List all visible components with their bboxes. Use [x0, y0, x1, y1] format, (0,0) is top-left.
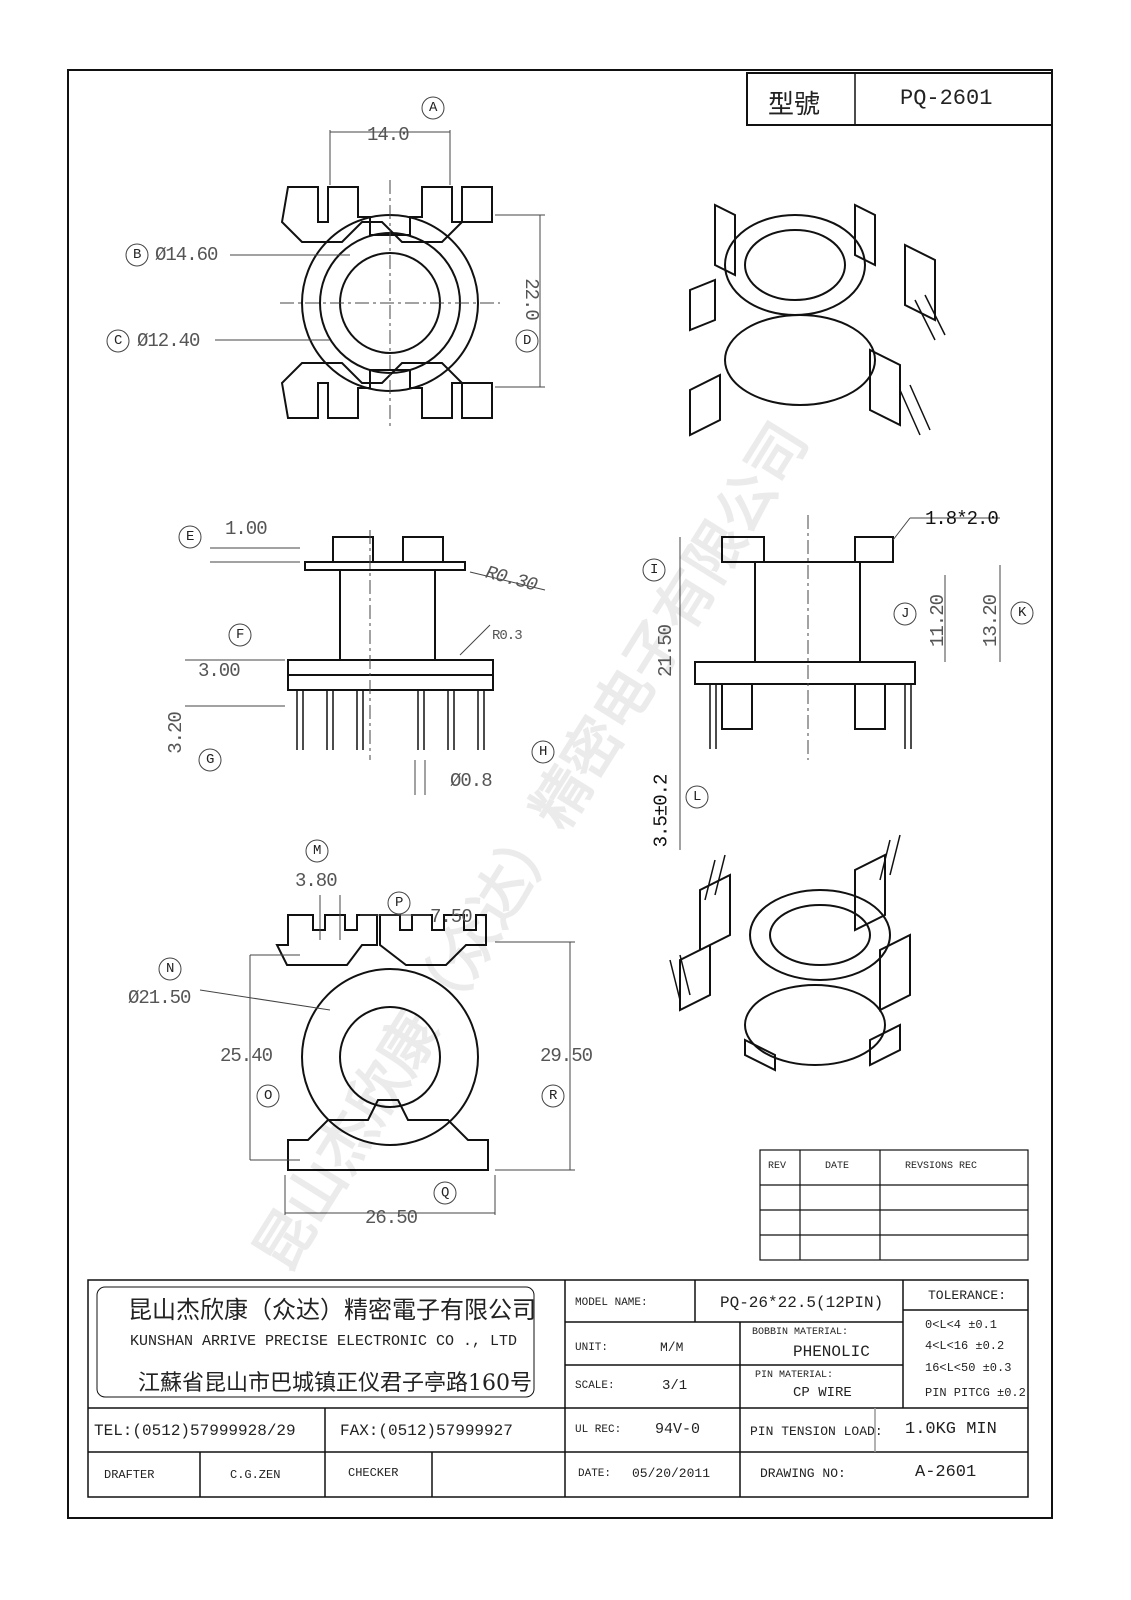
dim-m: 3.80	[295, 870, 338, 892]
callout-r: R	[549, 1088, 558, 1104]
side-view	[694, 536, 916, 749]
callout-n: N	[166, 961, 175, 977]
company-name-cn: 昆山杰欣康（众达）精密電子有限公司	[128, 1296, 536, 1324]
model-name: PQ-26*22.5(12PIN)	[720, 1294, 884, 1312]
isometric-view-top	[689, 203, 946, 437]
pin-tension-label: PIN TENSION LOAD:	[750, 1424, 883, 1439]
drafter-value: C.G.ZEN	[230, 1468, 281, 1482]
callout-l: L	[693, 789, 702, 805]
drawing-no-label: DRAWING NO:	[760, 1466, 846, 1481]
company-name-en: KUNSHAN ARRIVE PRECISE ELECTRONIC CO ., …	[130, 1333, 518, 1350]
revision-table	[759, 1149, 1029, 1261]
pin-material-label: PIN MATERIAL:	[755, 1370, 834, 1381]
callout-j: J	[901, 606, 910, 622]
ul-value: 94V-0	[655, 1421, 701, 1438]
scale-value: 3/1	[662, 1378, 688, 1394]
drawing-no: A-2601	[915, 1463, 977, 1482]
tolerance-row: PIN PITCG ±0.2	[925, 1386, 1026, 1400]
callout-m: M	[313, 843, 322, 859]
callout-p: P	[395, 895, 404, 911]
dim-o: 25.40	[220, 1045, 273, 1067]
company-address: 江蘇省昆山市巴城镇正仪君子亭路160号	[138, 1371, 532, 1396]
rev-header-revisions: REVSIONS REC	[905, 1161, 978, 1172]
bobbin-material-label: BOBBIN MATERIAL:	[752, 1327, 849, 1338]
callout-e: E	[186, 529, 195, 545]
tel: TEL:(0512)57999928/29	[94, 1422, 296, 1440]
pin-tension: 1.0KG MIN	[905, 1420, 997, 1439]
part-number: PQ-2601	[900, 86, 993, 111]
dim-k: 13.20	[980, 594, 1003, 648]
rev-header-rev: REV	[768, 1161, 787, 1172]
dim-l: 3.5±0.2	[650, 774, 673, 848]
dim-g: 3.20	[164, 712, 187, 754]
ul-label: UL REC:	[575, 1424, 622, 1436]
callout-circles	[106, 96, 1034, 1205]
callout-b: B	[133, 247, 142, 263]
dim-p: 7.50	[430, 906, 473, 928]
callout-k: K	[1018, 605, 1027, 621]
fax: FAX:(0512)57999927	[340, 1422, 513, 1440]
callout-a: A	[429, 100, 438, 116]
callout-o: O	[264, 1088, 273, 1104]
dim-a: 14.0	[367, 124, 410, 146]
front-view	[287, 536, 494, 750]
checker-label: CHECKER	[348, 1466, 399, 1480]
callout-c: C	[114, 333, 123, 349]
tolerance-row: 4<L<16 ±0.2	[925, 1339, 1005, 1353]
rev-header-date: DATE	[825, 1161, 850, 1172]
dim-slot: 1.8*2.0	[925, 508, 999, 530]
callout-q: Q	[441, 1185, 450, 1201]
unit-label: UNIT:	[575, 1342, 609, 1354]
date-label: DATE:	[578, 1468, 612, 1480]
dim-f: 3.00	[198, 660, 241, 682]
callout-i: I	[650, 562, 659, 578]
dim-n: Ø21.50	[128, 987, 191, 1009]
callout-d: D	[523, 333, 532, 349]
dim-e: 1.00	[225, 518, 268, 540]
dim-d: 22.0	[519, 278, 542, 320]
bobbin-material: PHENOLIC	[793, 1343, 870, 1361]
pin-material: CP WIRE	[793, 1385, 852, 1401]
sheet-border	[67, 69, 1053, 1519]
isometric-view-bottom	[669, 834, 911, 1072]
callout-f: F	[236, 627, 245, 643]
dim-j: 11.20	[927, 594, 950, 648]
callout-h: H	[539, 744, 548, 760]
drafter-label: DRAFTER	[104, 1468, 155, 1482]
bottom-view	[275, 914, 489, 1171]
tolerance-label: TOLERANCE:	[928, 1288, 1007, 1303]
model-name-label: MODEL NAME:	[575, 1297, 648, 1309]
dim-q: 26.50	[365, 1207, 418, 1229]
dim-c: Ø12.40	[137, 330, 200, 352]
date-value: 05/20/2011	[632, 1466, 711, 1481]
dim-b: Ø14.60	[155, 244, 218, 266]
tolerance-row: 16<L<50 ±0.3	[925, 1361, 1012, 1375]
unit-value: M/M	[660, 1340, 684, 1355]
title-box	[746, 72, 1053, 126]
dim-i: 21.50	[655, 624, 678, 678]
title-label: 型號	[768, 90, 821, 120]
dim-r2: R0.3	[492, 628, 523, 644]
title-block	[87, 1279, 1029, 1498]
scale-label: SCALE:	[575, 1380, 615, 1392]
tolerance-row: 0<L<4 ±0.1	[925, 1318, 998, 1332]
dim-r: 29.50	[540, 1045, 593, 1067]
callout-g: G	[206, 752, 215, 768]
dim-h: Ø0.8	[450, 770, 493, 792]
